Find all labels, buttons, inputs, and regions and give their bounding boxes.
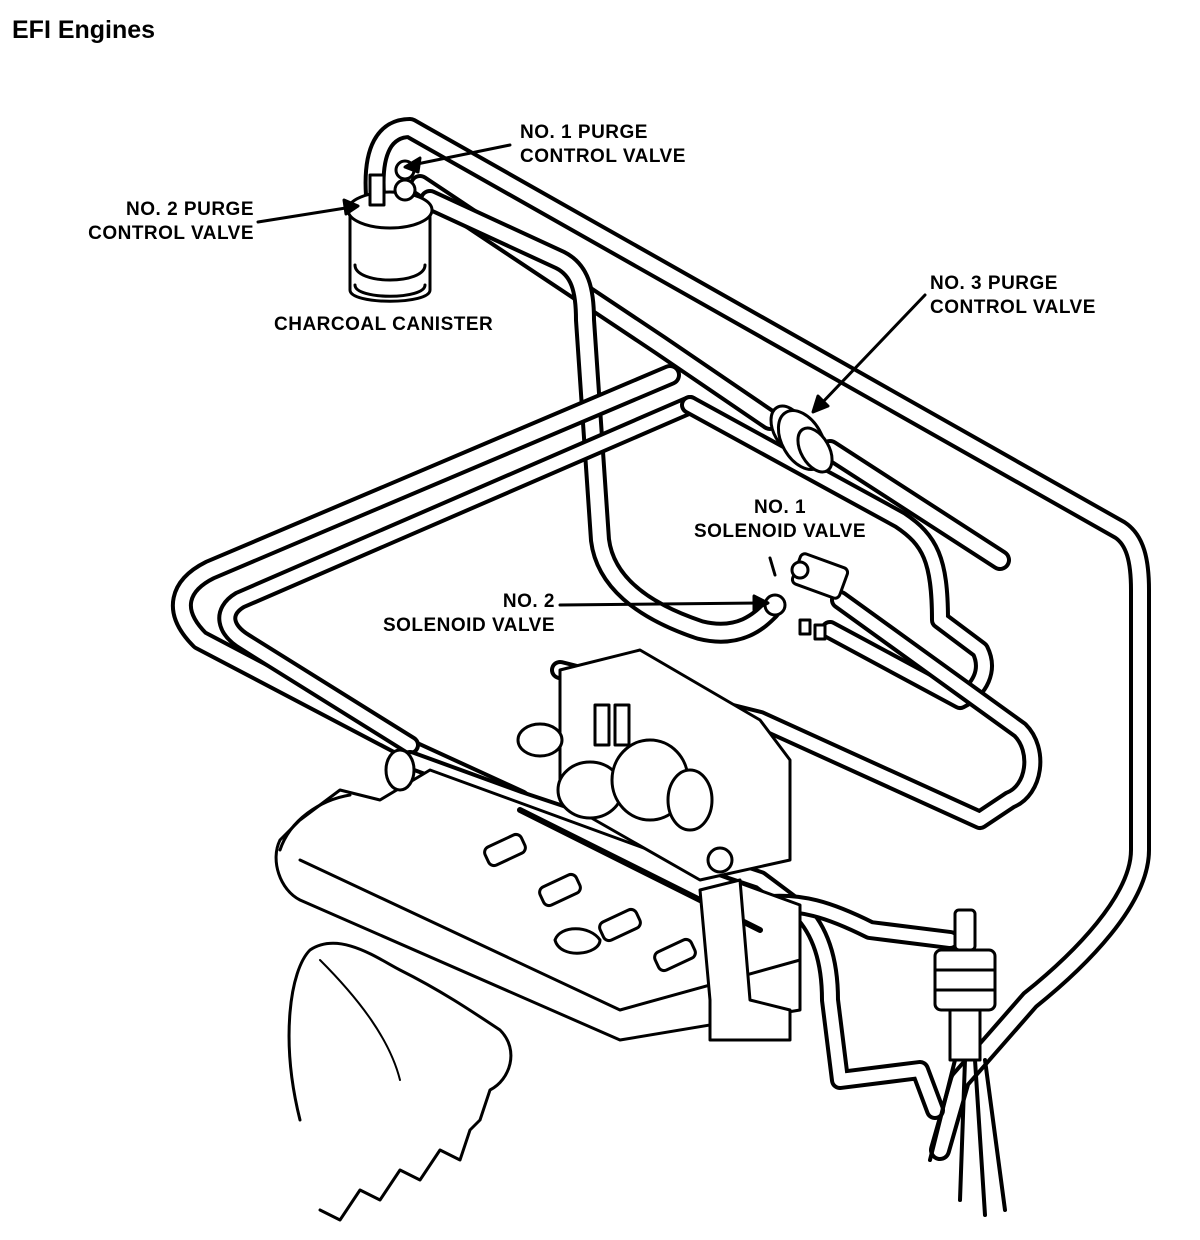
label-sol2-line1: NO. 2 bbox=[502, 591, 555, 612]
leader-lines bbox=[256, 143, 927, 612]
leader-purge-2 bbox=[256, 205, 354, 224]
label-solenoid-valve-2: NO. 2 SOLENOID VALVE bbox=[355, 590, 555, 638]
solenoid-valves bbox=[763, 552, 850, 641]
label-sol1-line2: SOLENOID VALVE bbox=[693, 521, 867, 542]
label-purge-control-valve-1: NO. 1 PURGE CONTROL VALVE bbox=[520, 121, 686, 169]
vacuum-hoses bbox=[171, 117, 1151, 1217]
label-sol2-line2: SOLENOID VALVE bbox=[382, 615, 555, 636]
engine-block bbox=[274, 648, 802, 1042]
label-purge-control-valve-3: NO. 3 PURGE CONTROL VALVE bbox=[930, 272, 1096, 320]
label-purge3-line2: CONTROL VALVE bbox=[930, 297, 1096, 318]
leader-purge-3 bbox=[818, 293, 927, 407]
label-purge3-line1: NO. 3 PURGE bbox=[930, 273, 1058, 294]
label-purge-control-valve-2: NO. 2 PURGE CONTROL VALVE bbox=[60, 198, 254, 246]
radiator-outline bbox=[287, 941, 513, 1222]
label-purge1-line1: NO. 1 PURGE bbox=[520, 122, 648, 143]
leader-sol-1 bbox=[768, 556, 777, 577]
filter-valve-right bbox=[933, 908, 997, 1062]
leader-sol-2 bbox=[558, 601, 762, 607]
leader-purge-1 bbox=[410, 143, 512, 167]
label-charcoal-canister: CHARCOAL CANISTER bbox=[274, 314, 494, 335]
diagram-title: EFI Engines bbox=[12, 16, 156, 44]
label-purge2-line2: CONTROL VALVE bbox=[88, 223, 254, 244]
label-purge1-line2: CONTROL VALVE bbox=[520, 146, 686, 167]
label-solenoid-valve-1: NO. 1 SOLENOID VALVE bbox=[680, 496, 880, 544]
label-purge2-line1: NO. 2 PURGE bbox=[126, 199, 254, 220]
label-sol1-line1: NO. 1 bbox=[753, 497, 807, 518]
purge-control-valve-3 bbox=[769, 404, 834, 474]
